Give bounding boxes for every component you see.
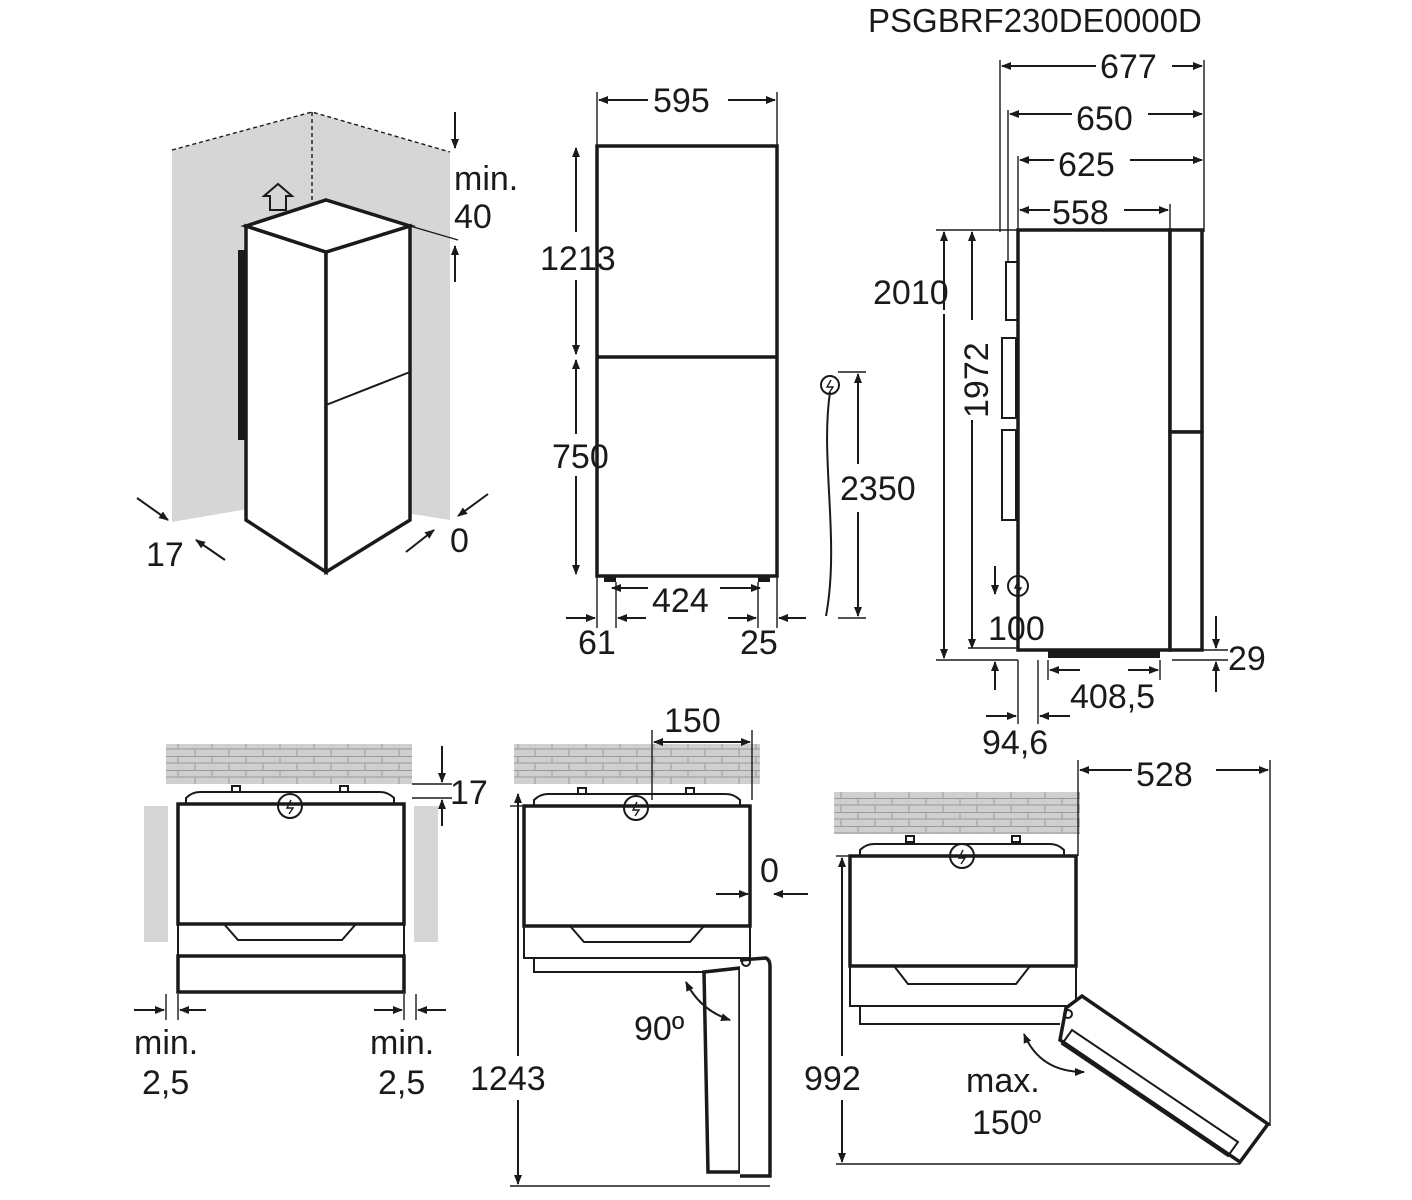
socket-icon bbox=[623, 795, 649, 821]
cable-length: 2350 bbox=[840, 470, 916, 508]
hinge-offset: 150 bbox=[664, 702, 721, 740]
front-width: 595 bbox=[653, 82, 710, 120]
feet-span: 424 bbox=[652, 582, 709, 620]
socket-icon bbox=[1007, 575, 1029, 597]
door-angle: 90º bbox=[634, 1010, 684, 1048]
right-offset: 25 bbox=[740, 624, 778, 662]
socket-icon bbox=[949, 843, 975, 869]
side-gap-left: 17 bbox=[146, 536, 184, 574]
depth-625: 625 bbox=[1058, 146, 1115, 184]
side-gap: 0 bbox=[760, 852, 779, 890]
left-offset: 61 bbox=[578, 624, 616, 662]
lower-height: 750 bbox=[552, 438, 609, 476]
height-1972: 1972 bbox=[958, 342, 996, 418]
side-min-left-2: 2,5 bbox=[142, 1064, 189, 1102]
front-view: 595 1213 750 424 61 25 2350 bbox=[540, 82, 916, 662]
perspective-view: min. 40 17 0 bbox=[136, 111, 518, 576]
power-cable bbox=[825, 391, 833, 617]
foot-span: 408,5 bbox=[1070, 678, 1155, 716]
top-view-c: 528 992 max. 150º bbox=[804, 756, 1271, 1165]
depth-650: 650 bbox=[1076, 100, 1133, 138]
height-2010: 2010 bbox=[873, 274, 949, 312]
side-view: 677 650 625 558 2010 1972 100 29 bbox=[873, 48, 1266, 762]
top-vent-icon bbox=[261, 182, 295, 211]
top-clearance-line1: min. bbox=[454, 160, 518, 198]
top-view-b: 150 0 1243 90º bbox=[470, 702, 808, 1187]
rear-offset: 94,6 bbox=[982, 724, 1048, 762]
depth-558: 558 bbox=[1052, 194, 1109, 232]
top-view-a: 17 min. 2,5 min. 2,5 bbox=[134, 744, 488, 1102]
model-code: PSGBRF230DE0000D bbox=[868, 2, 1202, 39]
side-min-right-1: min. bbox=[370, 1024, 434, 1062]
side-min-left-1: min. bbox=[134, 1024, 198, 1062]
depth-open: 992 bbox=[804, 1060, 861, 1098]
side-gap-right: 0 bbox=[450, 522, 469, 560]
door-angle-2: 150º bbox=[972, 1104, 1041, 1142]
top-clearance-line2: 40 bbox=[454, 198, 492, 236]
depth-open: 1243 bbox=[470, 1060, 546, 1098]
door-angle-1: max. bbox=[966, 1062, 1040, 1100]
plug-icon bbox=[820, 375, 840, 395]
depth-677: 677 bbox=[1100, 48, 1157, 86]
upper-height: 1213 bbox=[540, 240, 616, 278]
side-min-right-2: 2,5 bbox=[378, 1064, 425, 1102]
socket-icon bbox=[277, 793, 303, 819]
socket-height: 100 bbox=[988, 610, 1045, 648]
wall-gap: 17 bbox=[450, 774, 488, 812]
foot-height: 29 bbox=[1228, 640, 1266, 678]
width-open: 528 bbox=[1136, 756, 1193, 794]
